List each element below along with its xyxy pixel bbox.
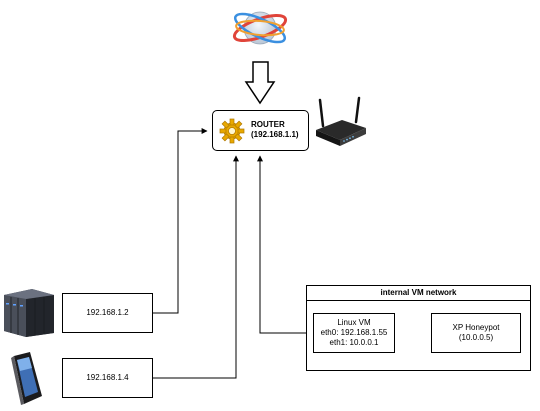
connector-host1-router <box>153 128 208 314</box>
internet-to-router-arrow <box>244 61 276 105</box>
router-node[interactable]: ROUTER (192.168.1.1) <box>212 110 309 151</box>
smartphone-icon <box>11 352 42 405</box>
host-ip-label: 192.168.1.2 <box>86 308 129 317</box>
router-name: ROUTER <box>251 120 285 129</box>
wifi-router-icon <box>316 96 366 146</box>
honeypot-name: XP Honeypot <box>452 323 500 332</box>
honeypot-node[interactable]: XP Honeypot (10.0.0.5) <box>431 313 521 353</box>
linux-vm-node[interactable]: Linux VM eth0: 192.168.1.55 eth1: 10.0.0… <box>313 313 395 353</box>
linux-vm-eth0: eth0: 192.168.1.55 <box>320 328 388 337</box>
globe-icon <box>232 11 288 45</box>
server-rack-icon <box>4 289 54 337</box>
vm-network-title: internal VM network <box>380 288 457 297</box>
host-box-2[interactable]: 192.168.1.4 <box>62 358 153 398</box>
linux-vm-eth1: eth1: 10.0.0.1 <box>329 338 379 347</box>
host-ip-label: 192.168.1.4 <box>86 373 129 382</box>
connector-linuxvm-router <box>257 155 313 334</box>
linux-vm-name: Linux VM <box>337 318 371 327</box>
honeypot-ip: (10.0.0.5) <box>458 333 494 342</box>
gear-icon <box>219 118 245 144</box>
connector-host2-router <box>153 155 239 379</box>
host-box-1[interactable]: 192.168.1.2 <box>62 293 153 333</box>
router-ip: (192.168.1.1) <box>251 130 299 139</box>
vm-network-header: internal VM network <box>307 286 530 301</box>
